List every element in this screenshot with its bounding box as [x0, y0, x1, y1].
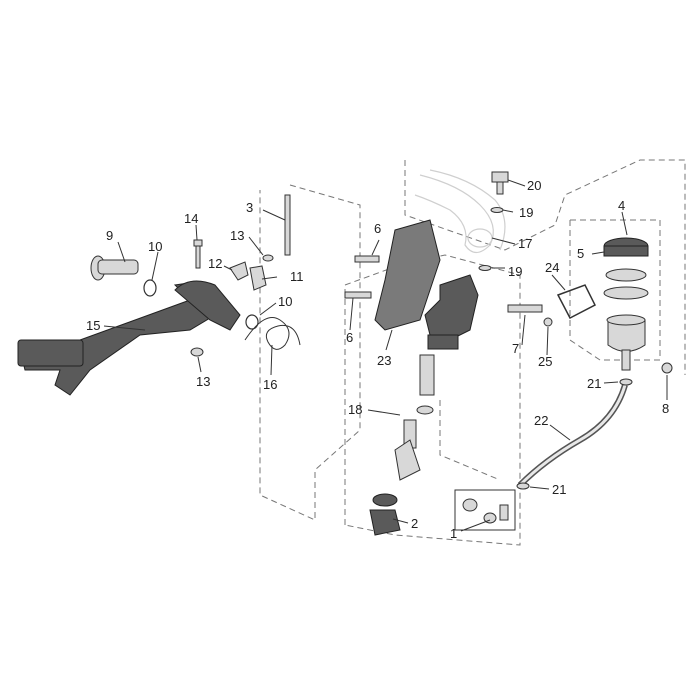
washer-13: [262, 254, 274, 262]
master-cylinder: [424, 274, 479, 350]
label-7: 7: [512, 341, 519, 356]
label-14: 14: [184, 211, 198, 226]
label-22: 22: [534, 413, 548, 428]
label-9: 9: [106, 228, 113, 243]
bolt-14: [193, 239, 203, 269]
label-6-b: 6: [346, 330, 353, 345]
label-19-b: 19: [508, 264, 522, 279]
label-2: 2: [411, 516, 418, 531]
callout-labels: 9 10 14 3 13 12 11 10 15 13 16 6 6 23 18…: [86, 178, 669, 541]
label-17: 17: [518, 236, 532, 251]
label-4: 4: [618, 198, 625, 213]
leader-lines: [103, 179, 668, 532]
label-25: 25: [538, 354, 552, 369]
washer-19-bottom: [478, 265, 492, 271]
piston-kit-18: [372, 354, 435, 507]
washer-25: [543, 317, 553, 327]
label-15: 15: [86, 318, 100, 333]
label-16: 16: [263, 377, 277, 392]
label-13-b: 13: [196, 374, 210, 389]
hose-22: [517, 384, 628, 488]
brake-pedal-15: [17, 280, 241, 396]
pivot-bolt-9: [90, 255, 139, 281]
reservoir-4: [603, 237, 649, 371]
label-24: 24: [545, 260, 559, 275]
plug-8: [661, 362, 673, 374]
label-10-b: 10: [278, 294, 292, 309]
screws-6: [344, 255, 380, 299]
label-21-b: 21: [552, 482, 566, 497]
label-12: 12: [208, 256, 222, 271]
label-19: 19: [519, 205, 533, 220]
bolt-7: [507, 304, 543, 313]
push-rod-3: [284, 194, 291, 256]
label-8: 8: [662, 401, 669, 416]
label-23: 23: [377, 353, 391, 368]
label-21: 21: [587, 376, 601, 391]
label-20: 20: [527, 178, 541, 193]
washer-13-b: [190, 347, 204, 357]
o-ring-10: [143, 279, 157, 297]
clip-12-bracket-11: [229, 261, 267, 291]
label-18: 18: [348, 402, 362, 417]
clamp-21-bottom: [516, 482, 530, 490]
boot-2: [369, 509, 401, 536]
banjo-bolt-20: [491, 171, 509, 195]
label-1: 1: [450, 526, 457, 541]
label-10: 10: [148, 239, 162, 254]
label-11: 11: [290, 269, 304, 284]
label-6: 6: [374, 221, 381, 236]
label-3: 3: [246, 200, 253, 215]
washer-19-top: [490, 207, 504, 213]
o-ring-10-b: [245, 314, 259, 330]
label-13: 13: [230, 228, 244, 243]
spring-16: [244, 317, 301, 350]
clamp-21-top: [619, 378, 633, 386]
label-5: 5: [577, 246, 584, 261]
decal-1: [454, 489, 516, 531]
bracket-24: [556, 284, 597, 320]
cover-23: [374, 219, 441, 331]
assembly-outlines: [259, 159, 686, 546]
